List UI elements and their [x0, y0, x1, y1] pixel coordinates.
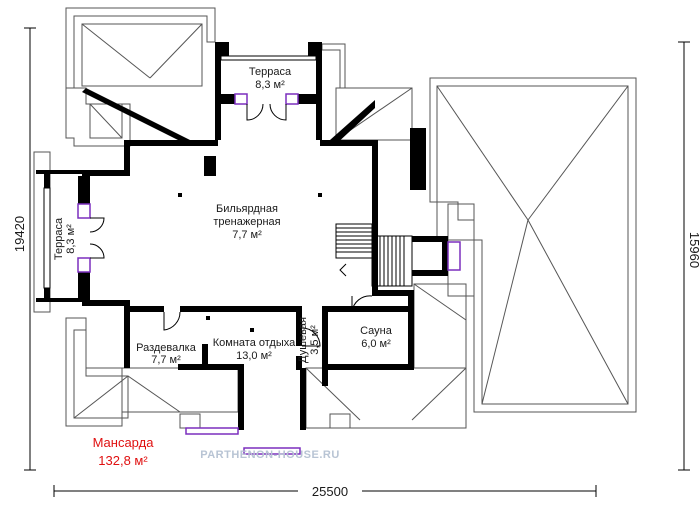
billiard-area: 7,7 м² — [232, 229, 262, 241]
terrace-left-area: 8,3 м² — [65, 224, 77, 254]
terrace-top-area: 8,3 м² — [255, 79, 285, 91]
dressing-area: 7,7 м² — [151, 354, 181, 366]
staircase — [335, 223, 413, 287]
dimension-height-left: 19420 — [12, 216, 27, 252]
billiard-line2: тренажерная — [213, 216, 280, 228]
sauna-area: 6,0 м² — [361, 338, 391, 350]
sauna-name: Сауна — [360, 325, 393, 337]
lounge-name: Комната отдыха — [213, 337, 296, 349]
terrace-railing-left — [43, 187, 51, 289]
billiard-line1: Бильярдная — [216, 203, 278, 215]
dimension-width: 25500 — [312, 484, 348, 499]
walls — [36, 42, 448, 430]
lounge-area: 13,0 м² — [236, 350, 272, 362]
terrace-top-name: Терраса — [249, 66, 292, 78]
terrace-left-name: Терраса — [53, 217, 65, 260]
terrace-railing-top — [220, 55, 317, 61]
floor-area: 132,8 м² — [98, 453, 148, 468]
dressing-name: Раздевалка — [136, 342, 197, 354]
doors — [89, 103, 373, 347]
watermark: PARTHENON-HOUSE.RU — [200, 449, 340, 461]
windows — [77, 93, 461, 455]
shower-name: Душевая — [297, 317, 309, 363]
shower-area: 3,5 м² — [309, 325, 321, 355]
dimension-lines — [24, 27, 690, 497]
dimension-height-right: 15960 — [687, 232, 700, 268]
floor-name: Мансарда — [93, 435, 155, 450]
